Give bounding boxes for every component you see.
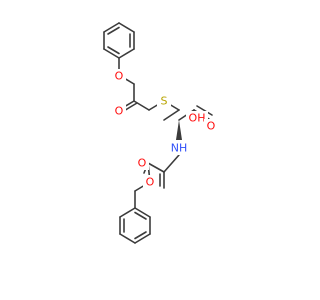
atom-s-thio: S xyxy=(161,95,168,108)
atom-nh-amine: NH xyxy=(171,142,188,155)
atom-label-s-thio: S xyxy=(157,94,171,108)
atom-label-o-carbamate-ester: O xyxy=(143,175,157,189)
top-phenyl-ring xyxy=(103,22,135,59)
atom-label-nh-amine: NH xyxy=(167,141,191,155)
atom-o-carbamate-carbonyl: O xyxy=(138,157,147,170)
atom-o-ester: O xyxy=(115,70,124,83)
bottom-phenyl-ring xyxy=(119,207,151,244)
atom-oh-acid: OH xyxy=(189,112,206,125)
atom-label-o-thio-carbonyl: O xyxy=(112,104,126,118)
stereo-wedge-bond xyxy=(176,120,182,140)
atom-o-thio-carbonyl: O xyxy=(115,105,124,118)
atom-label-oh-acid: OH xyxy=(186,111,208,125)
atom-o-acid-carbonyl: O xyxy=(207,120,216,133)
atom-o-carbamate-ester: O xyxy=(146,176,155,189)
atom-label-o-ester: O xyxy=(112,69,126,83)
atom-label-o-carbamate-carbonyl: O xyxy=(135,156,149,170)
atom-label-o-acid-carbonyl: O xyxy=(204,119,218,133)
thiocarbonate-chain xyxy=(118,57,180,121)
molecule-structure: O O S OH O NH O O xyxy=(103,22,218,244)
